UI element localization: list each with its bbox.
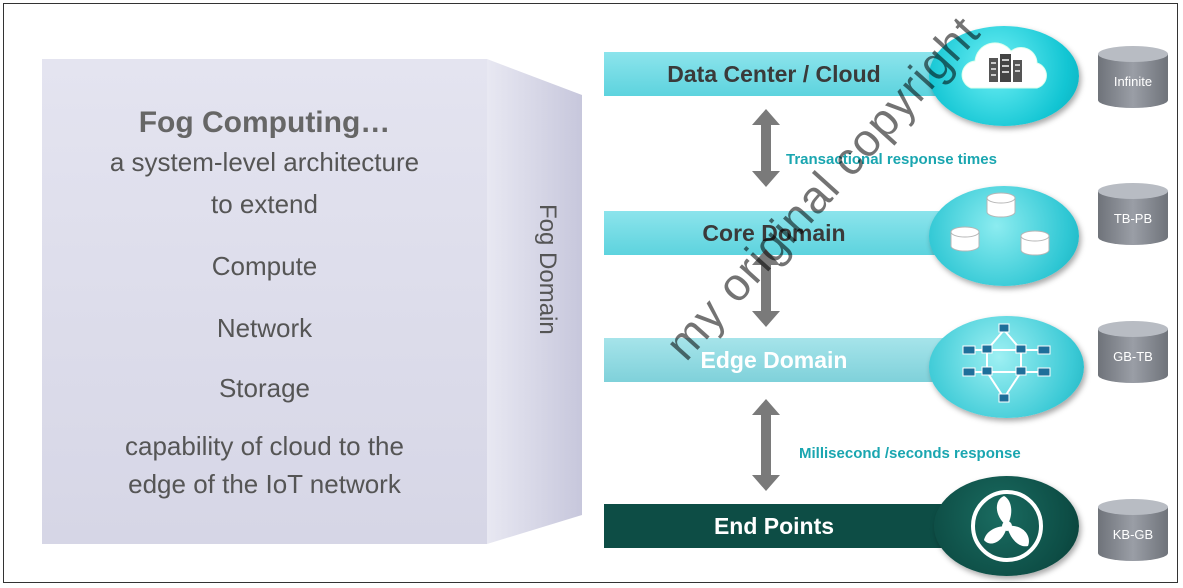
database-cylinder-icon bbox=[1098, 183, 1168, 245]
storage-cylinder: GB-TB bbox=[1098, 321, 1168, 383]
database-cylinder-icon bbox=[1098, 321, 1168, 383]
panel-line: capability of cloud to the bbox=[125, 431, 404, 461]
fog-domain-label: Fog Domain bbox=[534, 204, 561, 335]
response-label-transactional: Transactional response times bbox=[786, 151, 997, 168]
storage-label-gb-tb: GB-TB bbox=[1113, 349, 1153, 364]
cloud-circle bbox=[929, 26, 1079, 126]
tier-edge-domain: Edge Domain bbox=[604, 338, 944, 382]
database-cylinder-icon bbox=[1098, 46, 1168, 108]
panel-title: Fog Computing… bbox=[138, 106, 391, 139]
storage-cylinder: Infinite bbox=[1098, 46, 1168, 108]
panel-line-compute: Compute bbox=[211, 251, 318, 281]
storage-cylinder: KB-GB bbox=[1098, 499, 1168, 561]
panel-line-network: Network bbox=[216, 313, 313, 343]
cloud-server-icon bbox=[961, 42, 1047, 89]
fog-computing-panel: Fog Computing… a system-level architectu… bbox=[42, 59, 487, 544]
double-arrow-icon bbox=[752, 399, 780, 491]
fog-domain-connector bbox=[487, 59, 582, 544]
fan-icon bbox=[971, 490, 1043, 562]
panel-line: edge of the IoT network bbox=[128, 469, 401, 499]
end-points-circle bbox=[934, 476, 1079, 576]
panel-line-storage: Storage bbox=[218, 373, 311, 403]
response-label-millisecond: Millisecond /seconds response bbox=[799, 445, 1021, 462]
tier-core-domain: Core Domain bbox=[604, 211, 944, 255]
core-circle bbox=[929, 186, 1079, 286]
storage-cylinder: TB-PB bbox=[1098, 183, 1168, 245]
storage-label-tb-pb: TB-PB bbox=[1113, 211, 1153, 226]
database-icon bbox=[950, 192, 1050, 256]
diagram-frame: Fog Computing… a system-level architectu… bbox=[3, 3, 1178, 583]
tier-end-points: End Points bbox=[604, 504, 944, 548]
double-arrow-icon bbox=[752, 109, 780, 187]
storage-label-infinite: Infinite bbox=[1113, 74, 1153, 89]
panel-line: a system-level architecture bbox=[109, 147, 420, 177]
database-cylinder-icon bbox=[1098, 499, 1168, 561]
tier-data-center-cloud: Data Center / Cloud bbox=[604, 52, 944, 96]
panel-line: to extend bbox=[211, 189, 318, 219]
edge-circle bbox=[929, 316, 1084, 418]
double-arrow-icon bbox=[752, 249, 780, 327]
storage-label-kb-gb: KB-GB bbox=[1112, 527, 1154, 542]
network-topology-icon bbox=[962, 323, 1051, 403]
